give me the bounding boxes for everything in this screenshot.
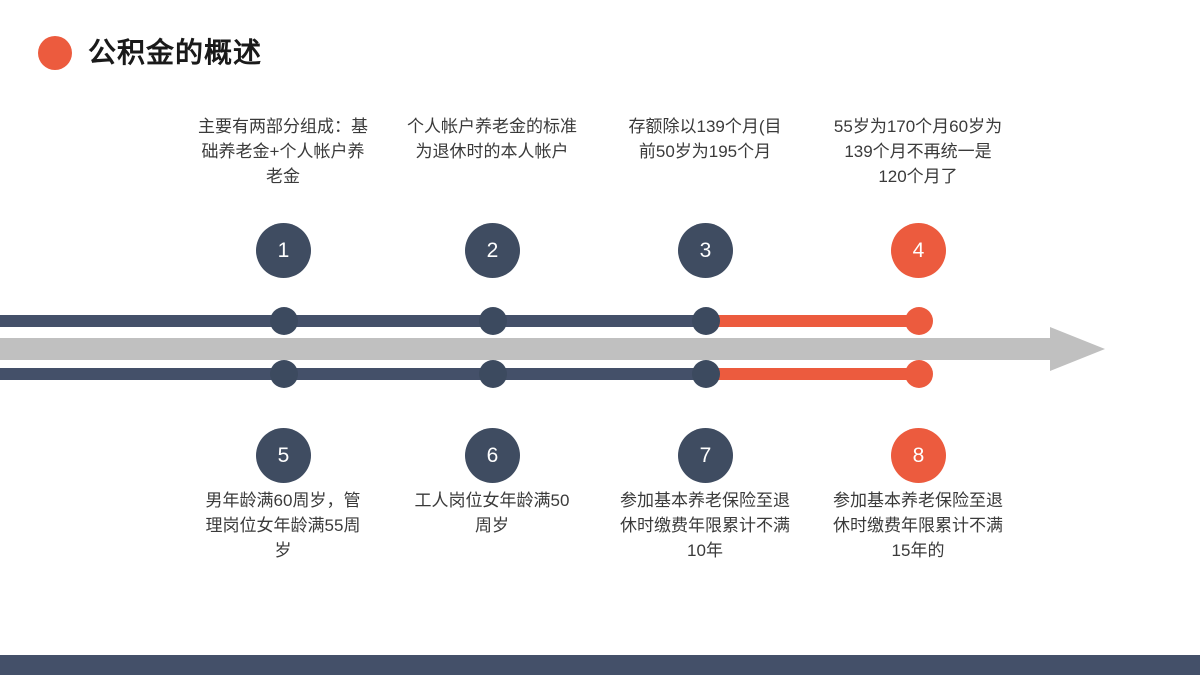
- step-marker-6[interactable]: 6: [465, 428, 520, 483]
- step-number-7: 7: [699, 444, 712, 467]
- caption-step-1: 主要有两部分组成：基础养老金+个人帐户养老金: [198, 117, 368, 186]
- step-number-1: 1: [277, 239, 290, 262]
- timeline-node-bottom-8: [905, 360, 933, 388]
- page-title: 公积金的概述: [38, 36, 262, 70]
- timeline-track-top-highlight: [700, 315, 922, 327]
- caption-step-7: 参加基本养老保险至退休时缴费年限累计不满10年: [620, 491, 790, 560]
- step-marker-1[interactable]: 1: [256, 223, 311, 278]
- step-marker-3[interactable]: 3: [678, 223, 733, 278]
- timeline-track-bottom: [0, 368, 710, 380]
- step-marker-8[interactable]: 8: [891, 428, 946, 483]
- step-number-4: 4: [912, 239, 925, 262]
- step-marker-5[interactable]: 5: [256, 428, 311, 483]
- timeline-node-bottom-7: [692, 360, 720, 388]
- caption-step-2: 个人帐户养老金的标准为退休时的本人帐户: [407, 117, 577, 161]
- timeline-node-top-4: [905, 307, 933, 335]
- arrow-right-icon: [0, 327, 1105, 371]
- timeline-node-top-2: [479, 307, 507, 335]
- timeline-node-top-1: [270, 307, 298, 335]
- page-title-label: 公积金的概述: [88, 37, 263, 68]
- footer-bar: [0, 655, 1200, 675]
- step-number-3: 3: [699, 239, 712, 262]
- caption-step-5: 男年龄满60周岁，管理岗位女年龄满55周岁: [205, 491, 361, 560]
- caption-step-4: 55岁为170个月60岁为139个月不再统一是120个月了: [833, 117, 1003, 186]
- bullet-circle-icon: [38, 36, 72, 70]
- timeline-node-bottom-6: [479, 360, 507, 388]
- step-number-2: 2: [486, 239, 499, 262]
- timeline-track-top: [0, 315, 710, 327]
- step-number-8: 8: [912, 444, 925, 467]
- timeline-node-bottom-5: [270, 360, 298, 388]
- step-number-6: 6: [486, 444, 499, 467]
- step-marker-2[interactable]: 2: [465, 223, 520, 278]
- step-number-5: 5: [277, 444, 290, 467]
- caption-step-3: 存额除以139个月(目前50岁为195个月: [628, 117, 782, 161]
- step-marker-4[interactable]: 4: [891, 223, 946, 278]
- timeline-node-top-3: [692, 307, 720, 335]
- caption-step-6: 工人岗位女年龄满50周岁: [414, 491, 570, 535]
- caption-step-8: 参加基本养老保险至退休时缴费年限累计不满15年的: [833, 491, 1003, 560]
- step-marker-7[interactable]: 7: [678, 428, 733, 483]
- timeline-track-bottom-highlight: [700, 368, 922, 380]
